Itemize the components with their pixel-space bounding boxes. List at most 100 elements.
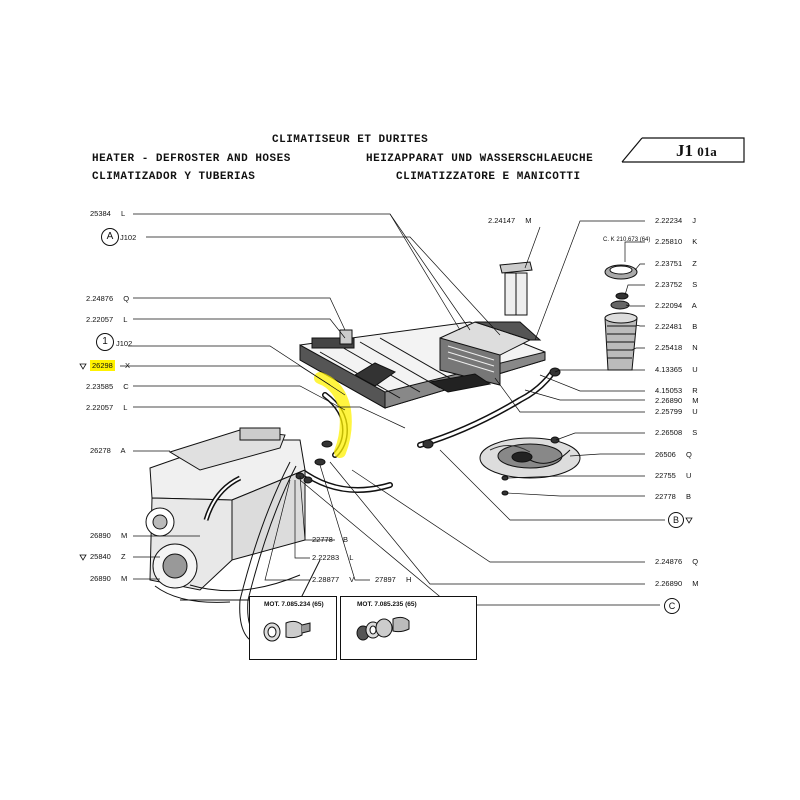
part-number: 2.25799 xyxy=(655,407,683,416)
part-letter: S xyxy=(690,280,698,289)
part-number: 2.24876 xyxy=(86,294,114,303)
part-label: 26506 Q xyxy=(655,451,692,459)
part-label: 2.25810 K xyxy=(655,238,697,246)
part-label: 26890 M xyxy=(90,575,127,583)
part-label: 2.23585 C xyxy=(86,383,129,391)
part-label: 2.26890 M xyxy=(655,397,698,405)
part-number: 4.13365 xyxy=(655,365,683,374)
part-number: 2.24147 xyxy=(488,216,516,225)
part-number: 2.28877 xyxy=(312,575,340,584)
part-letter: A xyxy=(118,446,126,455)
part-number: 22755 xyxy=(655,471,676,480)
part-label: 4.13365 U xyxy=(655,366,698,374)
part-label: 2.23752 S xyxy=(655,281,697,289)
part-label: 2.22481 B xyxy=(655,323,697,331)
inset-left-drawing xyxy=(263,620,311,642)
inset-right-title: MOT. 7.085.235 (65) xyxy=(357,601,417,608)
part-label: 2.24876 Q xyxy=(86,295,129,303)
part-letter: K xyxy=(690,237,698,246)
leader-lines xyxy=(120,213,665,606)
part-label: 4.15053 R xyxy=(655,387,698,395)
part-number: 2.22234 xyxy=(655,216,683,225)
part-label: 2.23751 Z xyxy=(655,260,697,268)
left-bracket xyxy=(311,329,355,349)
part-label: 26890 M xyxy=(90,532,127,540)
part-letter: N xyxy=(690,343,698,352)
part-letter: A xyxy=(690,301,697,310)
page-code-frame xyxy=(621,137,745,163)
part-letter: L xyxy=(121,403,128,412)
page-code: J1 01a xyxy=(676,141,717,161)
part-label: 27897 H xyxy=(375,576,411,584)
engine-block xyxy=(145,427,321,603)
part-number: 26278 xyxy=(90,446,111,455)
part-letter: B xyxy=(690,322,698,331)
title-french: CLIMATISEUR ET DURITES xyxy=(272,134,429,146)
part-letter: B xyxy=(340,535,348,544)
part-label: 2.26508 S xyxy=(655,429,697,437)
inset-motor-234: MOT. 7.085.234 (65) xyxy=(249,596,337,660)
part-number: 26890 xyxy=(90,531,111,540)
part-letter: V xyxy=(347,575,355,584)
part-number: 2.22057 xyxy=(86,315,114,324)
part-number: 2.24876 xyxy=(655,557,683,566)
part-label: 2.25418 N xyxy=(655,344,698,352)
filler-neck-assembly xyxy=(604,264,638,371)
part-label: 2.25799 U xyxy=(655,408,698,416)
part-number: 2.23585 xyxy=(86,382,114,391)
part-label: 2.24147 M xyxy=(488,217,531,225)
part-number: 2.26890 xyxy=(655,579,683,588)
part-letter: J xyxy=(690,216,696,225)
part-label: 2.26890 M xyxy=(655,580,698,588)
part-label: 2.22283 L xyxy=(312,554,353,562)
part-letter: Q xyxy=(121,294,130,303)
inset-left-title: MOT. 7.085.234 (65) xyxy=(264,601,324,608)
part-number: 27897 xyxy=(375,575,396,584)
part-number: 26298 xyxy=(90,360,115,371)
part-number: 25840 xyxy=(90,552,111,561)
part-letter: Z xyxy=(118,552,126,561)
title-german: HEIZAPPARAT UND WASSERSCHLAEUCHE xyxy=(366,153,594,165)
part-letter: U xyxy=(683,471,692,480)
part-letter: X xyxy=(122,361,130,370)
part-number: 2.22283 xyxy=(312,553,340,562)
part-number: 22778 xyxy=(655,492,676,501)
inset-motor-235: MOT. 7.085.235 (65) xyxy=(340,596,477,660)
part-letter: B xyxy=(683,492,691,501)
part-label: 2.22234 J xyxy=(655,217,696,225)
part-letter: M xyxy=(118,574,128,583)
ref-1-page: J102 xyxy=(116,339,133,348)
part-label: 22778 B xyxy=(312,536,348,544)
title-english: HEATER - DEFROSTER AND HOSES xyxy=(92,153,291,165)
part-label: 25384 L xyxy=(90,210,125,218)
title-spanish: CLIMATIZADOR Y TUBERIAS xyxy=(92,171,256,183)
part-label: 2.22094 A xyxy=(655,302,697,310)
part-label: 25840 Z xyxy=(90,553,126,561)
part-number: 2.23752 xyxy=(655,280,683,289)
page-code-sub: 01a xyxy=(697,144,717,159)
part-letter: R xyxy=(690,386,698,395)
part-label: 22755 U xyxy=(655,472,691,480)
part-letter: C xyxy=(121,382,129,391)
part-number: 2.23751 xyxy=(655,259,683,268)
part-letter: L xyxy=(118,209,126,218)
return-tube xyxy=(239,461,291,641)
part-letter: Q xyxy=(683,450,692,459)
lower-vent xyxy=(428,373,492,393)
mounting-bracket xyxy=(499,261,533,316)
part-number: 4.15053 xyxy=(655,386,683,395)
part-letter: U xyxy=(690,407,698,416)
ref-circle-a: A xyxy=(101,228,119,246)
part-label: 2.22057 L xyxy=(86,316,127,324)
ref-circle-c: C xyxy=(664,598,680,614)
part-number: 2.26890 xyxy=(655,396,683,405)
part-letter: S xyxy=(690,428,698,437)
part-letter: L xyxy=(121,315,128,324)
part-letter: L xyxy=(347,553,354,562)
part-letter: Z xyxy=(690,259,697,268)
part-number: 2.25810 xyxy=(655,237,683,246)
part-number: 2.26508 xyxy=(655,428,683,437)
title-italian: CLIMATIZZATORE E MANICOTTI xyxy=(396,171,581,183)
